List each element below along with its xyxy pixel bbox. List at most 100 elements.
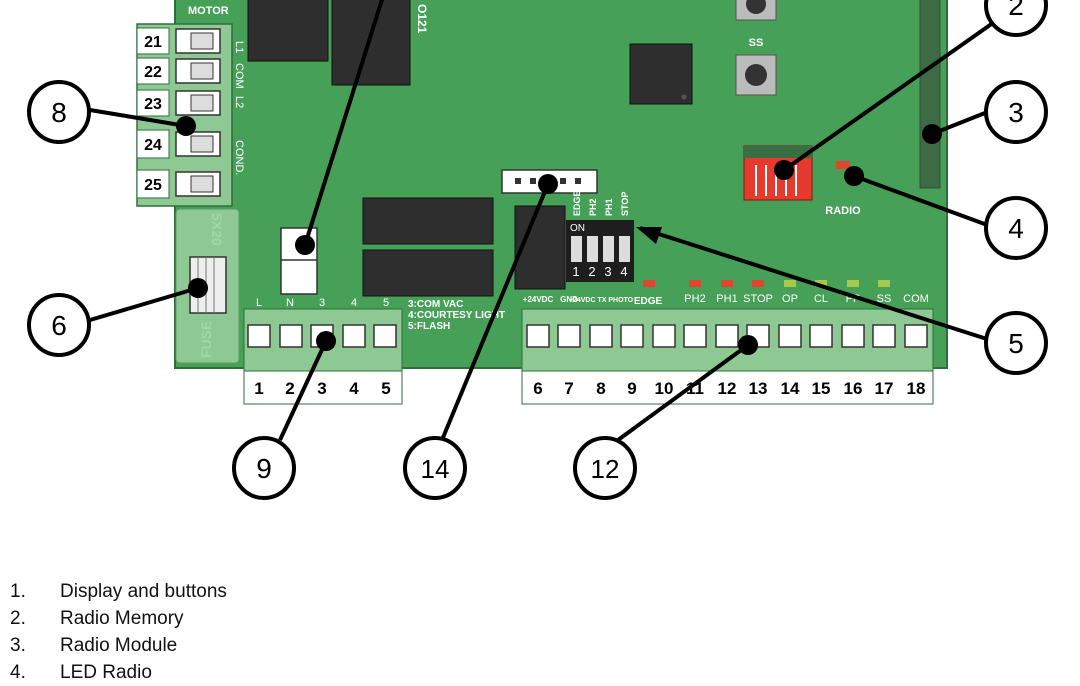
- callout-9: 9: [232, 436, 296, 500]
- svg-text:1: 1: [572, 264, 579, 279]
- callout-12: 12: [573, 436, 637, 500]
- svg-text:4:COURTESY LIGHT: 4:COURTESY LIGHT: [408, 310, 505, 321]
- microcontroller-chip: [629, 43, 693, 105]
- svg-text:2: 2: [1008, 0, 1024, 21]
- svg-text:+24VDC: +24VDC: [523, 295, 554, 304]
- legend-item: 2. Radio Memory: [10, 605, 227, 632]
- svg-text:STOP: STOP: [743, 293, 773, 305]
- svg-text:PH1: PH1: [716, 293, 737, 305]
- radio-led: [836, 161, 850, 169]
- svg-text:PH2: PH2: [588, 198, 598, 216]
- svg-text:22: 22: [144, 64, 162, 81]
- svg-text:5: 5: [383, 297, 389, 309]
- svg-text:2: 2: [285, 379, 294, 398]
- legend-text: Radio Memory: [60, 608, 184, 629]
- radio-label: RADIO: [825, 205, 861, 217]
- relay-2: [331, 0, 411, 86]
- svg-text:3: 3: [604, 264, 611, 279]
- svg-text:6: 6: [533, 379, 542, 398]
- svg-text:PH1: PH1: [604, 198, 614, 216]
- legend-text: Radio Module: [60, 635, 178, 656]
- svg-text:8: 8: [596, 379, 605, 398]
- svg-text:L2: L2: [233, 96, 245, 108]
- callout-leader-lines: [89, 0, 1002, 442]
- relay-4: [362, 249, 494, 297]
- svg-text:5:FLASH: 5:FLASH: [408, 321, 450, 332]
- status-leds: [643, 280, 890, 287]
- svg-text:4: 4: [349, 379, 359, 398]
- svg-text:L1: L1: [233, 41, 245, 53]
- svg-text:STOP: STOP: [620, 192, 630, 216]
- legend-number: 4.: [10, 662, 26, 683]
- svg-text:23: 23: [144, 96, 162, 113]
- svg-text:14: 14: [781, 379, 800, 398]
- svg-text:5X20: 5X20: [209, 213, 225, 246]
- svg-text:EDGE: EDGE: [634, 296, 663, 307]
- legend-text: Display and buttons: [60, 581, 227, 602]
- svg-text:14: 14: [421, 454, 450, 484]
- svg-text:COM: COM: [233, 63, 245, 89]
- svg-text:9: 9: [256, 453, 272, 484]
- svg-text:8: 8: [51, 97, 67, 128]
- svg-text:12: 12: [718, 379, 737, 398]
- legend-number: 1.: [10, 581, 26, 602]
- svg-text:3: 3: [1008, 97, 1024, 128]
- svg-text:21: 21: [144, 34, 162, 51]
- svg-text:2: 2: [588, 264, 595, 279]
- legend-number: 2.: [10, 608, 26, 629]
- motor-label: MOTOR: [188, 5, 229, 17]
- svg-text:4: 4: [351, 297, 357, 309]
- motor-pin-23: 23 L2: [136, 89, 245, 117]
- relay-3: [362, 197, 494, 245]
- svg-text:15: 15: [812, 379, 831, 398]
- relay-1: [247, 0, 329, 62]
- svg-text:16: 16: [844, 379, 863, 398]
- callout-4: 4: [984, 196, 1048, 260]
- svg-text:CL: CL: [814, 293, 828, 305]
- callout-8: 8: [27, 80, 91, 144]
- ss-push-button[interactable]: [735, 54, 777, 96]
- leader-line-endpoints: [176, 116, 942, 355]
- svg-text:OP: OP: [782, 293, 798, 305]
- svg-text:18: 18: [907, 379, 926, 398]
- chip-label: O121: [415, 4, 429, 34]
- svg-text:ON: ON: [570, 223, 585, 234]
- legend-item: 4. LED Radio: [10, 659, 227, 686]
- svg-text:L: L: [256, 297, 262, 309]
- svg-text:12: 12: [591, 454, 620, 484]
- svg-text:24: 24: [144, 137, 162, 154]
- svg-text:4: 4: [620, 264, 627, 279]
- svg-text:17: 17: [875, 379, 894, 398]
- svg-text:7: 7: [564, 379, 573, 398]
- svg-text:13: 13: [749, 379, 768, 398]
- svg-text:+24VDC TX PHOTO: +24VDC TX PHOTO: [569, 297, 634, 304]
- top-push-button[interactable]: [735, 0, 777, 21]
- svg-text:EDGE: EDGE: [572, 190, 582, 216]
- legend-number: 3.: [10, 635, 26, 656]
- svg-text:SS: SS: [877, 293, 892, 305]
- svg-text:3:COM VAC: 3:COM VAC: [408, 299, 463, 310]
- svg-text:COND.: COND.: [233, 140, 245, 175]
- svg-text:3: 3: [317, 379, 326, 398]
- svg-text:4: 4: [1008, 213, 1024, 244]
- dip-switch[interactable]: EDGE PH2 PH1 STOP ON 1 2 3 4: [566, 190, 634, 282]
- callout-2: 2: [984, 0, 1048, 37]
- component-legend: 1. Display and buttons 2. Radio Memory 3…: [10, 578, 227, 686]
- radio-memory-module: [743, 145, 813, 201]
- legend-item: 3. Radio Module: [10, 632, 227, 659]
- svg-text:9: 9: [627, 379, 636, 398]
- svg-text:N: N: [286, 297, 294, 309]
- callout-14: 14: [403, 436, 467, 500]
- callout-5: 5: [984, 311, 1048, 375]
- svg-text:3: 3: [319, 297, 325, 309]
- svg-text:10: 10: [655, 379, 674, 398]
- svg-text:COM: COM: [903, 293, 929, 305]
- control-board-diagram: MOTOR 21 L1 22 COM 23 L2 24: [27, 0, 1048, 500]
- legend-item: 1. Display and buttons: [10, 578, 227, 605]
- callout-3: 3: [984, 80, 1048, 144]
- svg-text:FUSE: FUSE: [198, 321, 214, 358]
- motor-pin-24: 24 COND.: [136, 129, 245, 175]
- motor-pin-25: 25: [136, 169, 221, 199]
- svg-text:5: 5: [1008, 328, 1024, 359]
- svg-text:11: 11: [686, 379, 704, 398]
